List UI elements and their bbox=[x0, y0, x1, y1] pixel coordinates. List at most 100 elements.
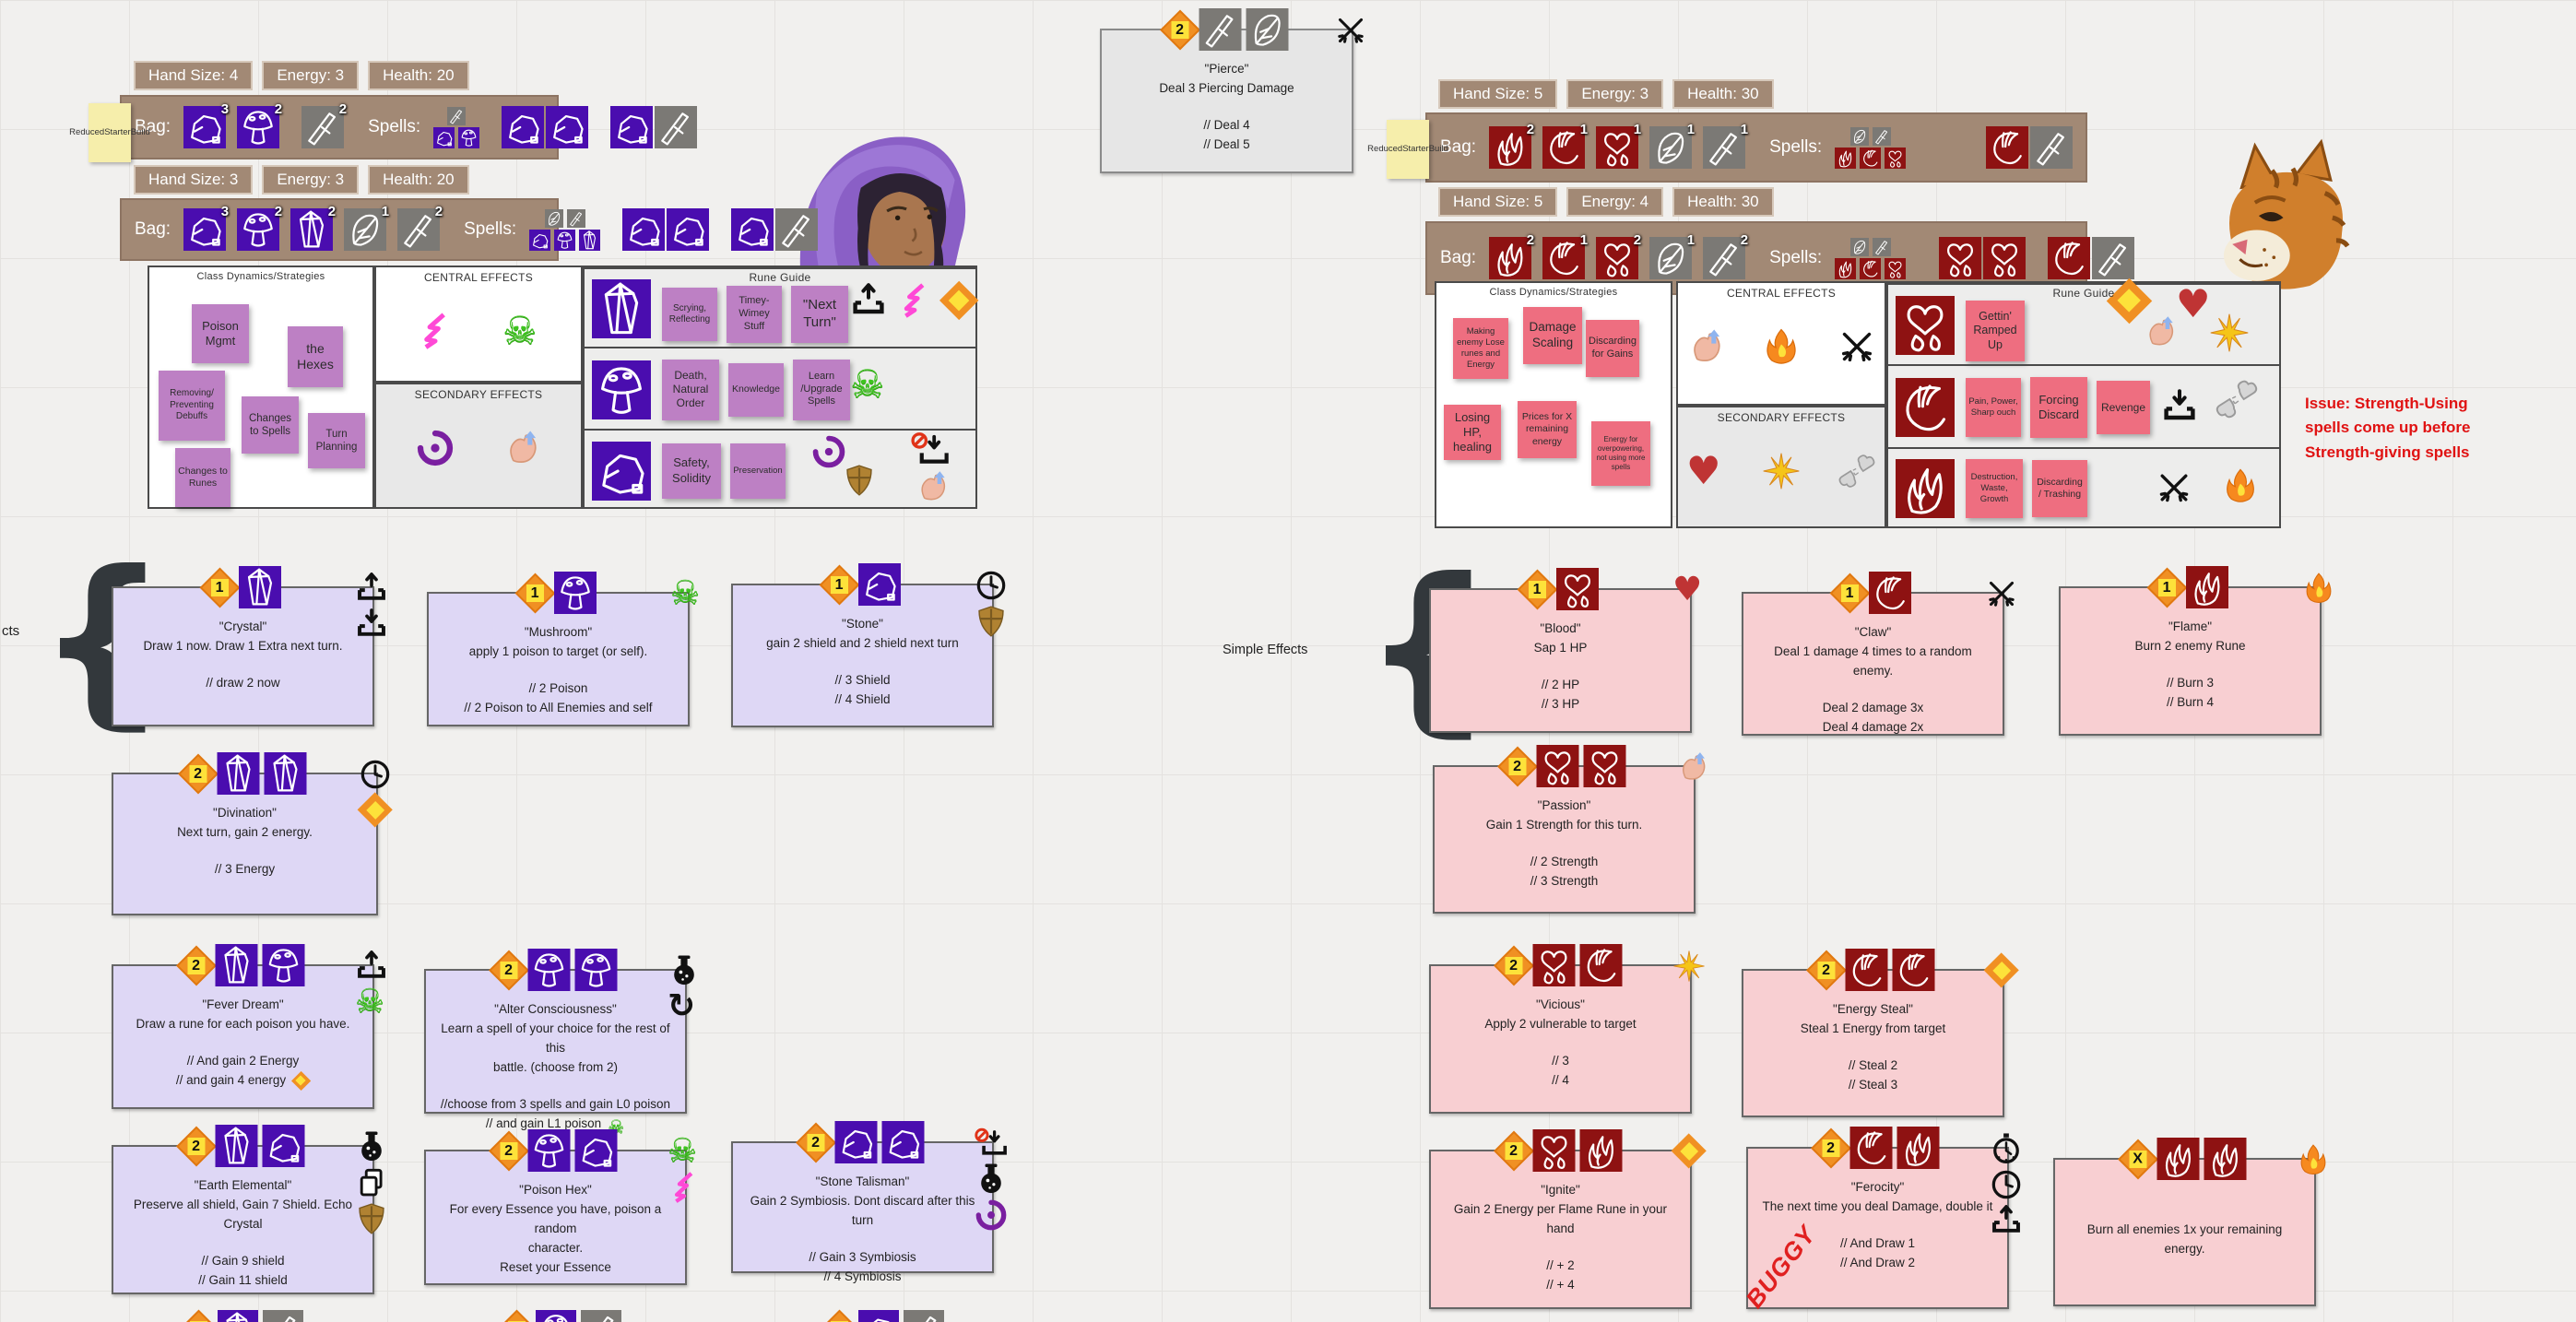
sticky-note[interactable]: Revenge bbox=[2097, 381, 2150, 434]
spell-pair[interactable] bbox=[731, 208, 819, 251]
rune-tile-mushroom[interactable] bbox=[458, 126, 480, 148]
starburst-icon[interactable] bbox=[2209, 313, 2250, 353]
rune-tile-stone[interactable]: 3 bbox=[183, 204, 229, 251]
draw-tray-up-icon[interactable] bbox=[1990, 1204, 2023, 1237]
stopwatch-icon[interactable] bbox=[1990, 1132, 2023, 1165]
discard-tray-down-icon[interactable] bbox=[355, 608, 388, 641]
strength-flex-icon[interactable] bbox=[1676, 750, 1709, 784]
stat-chip[interactable]: Hand Size: 5 bbox=[1438, 187, 1558, 217]
shield-icon[interactable] bbox=[975, 605, 1008, 638]
pink-zap-icon[interactable] bbox=[416, 312, 455, 350]
draw-tray-up-icon[interactable] bbox=[355, 572, 388, 605]
rune-tile-leaf[interactable]: 1 bbox=[1649, 232, 1695, 279]
clock-icon[interactable] bbox=[1990, 1168, 2023, 1201]
rune-tile-stone[interactable] bbox=[881, 1121, 924, 1163]
rune-tile-leaf[interactable]: 1 bbox=[344, 204, 389, 251]
potion-flask-icon[interactable] bbox=[668, 954, 701, 987]
rune-tile-flame[interactable] bbox=[1835, 257, 1857, 279]
stat-chip[interactable]: Hand Size: 4 bbox=[134, 61, 254, 90]
potion-flask-icon[interactable] bbox=[355, 1130, 388, 1163]
spell-card-flame[interactable]: 1"Flame"Burn 2 enemy Rune// Burn 3// Bur… bbox=[2059, 566, 2332, 736]
spell-card-ferocity[interactable]: 2"Ferocity"The next time you deal Damage… bbox=[1741, 1127, 2021, 1313]
rune-tile-stone[interactable] bbox=[574, 1129, 617, 1172]
strength-flex-icon[interactable] bbox=[1686, 327, 1725, 366]
stat-chip[interactable]: Health: 20 bbox=[368, 61, 469, 90]
potion-flask-icon[interactable] bbox=[975, 1163, 1008, 1196]
rune-tile-leaf[interactable] bbox=[1849, 126, 1869, 146]
rune-tile-claw[interactable] bbox=[1986, 126, 2028, 169]
spell-pair[interactable] bbox=[622, 208, 710, 251]
card-peek[interactable]: 2 bbox=[819, 1309, 944, 1322]
rune-tile-leaf[interactable] bbox=[544, 208, 563, 228]
rune-tile-claw[interactable] bbox=[1860, 257, 1882, 279]
heart-icon[interactable]: ♥ bbox=[1672, 571, 1703, 608]
heart-icon[interactable]: ♥ bbox=[2176, 281, 2211, 326]
sticky-note[interactable]: Safety, Solidity bbox=[662, 443, 721, 499]
rune-tile-stone[interactable] bbox=[667, 208, 710, 251]
central-effects-panel[interactable]: CENTRAL EFFECTS☠ bbox=[374, 266, 583, 383]
spell-card-passion[interactable]: 2"Passion"Gain 1 Strength for this turn.… bbox=[1433, 745, 1706, 914]
starburst-icon[interactable] bbox=[1672, 950, 1706, 983]
rune-tile-blood[interactable] bbox=[1536, 745, 1578, 787]
rune-tile-stone[interactable] bbox=[502, 106, 545, 148]
left-edge-label[interactable]: cts bbox=[2, 623, 20, 639]
rune-tile-stone[interactable] bbox=[433, 126, 455, 148]
stat-chip[interactable]: Hand Size: 3 bbox=[134, 165, 254, 195]
no-discard-icon[interactable] bbox=[975, 1127, 1008, 1160]
poison-skull-icon[interactable]: ☠ bbox=[502, 308, 538, 353]
draw-tray-up-icon[interactable] bbox=[850, 282, 887, 319]
rune-tile-stone[interactable] bbox=[592, 441, 651, 501]
rune-tile-stick[interactable] bbox=[1872, 237, 1891, 256]
rune-tile-blood[interactable] bbox=[1532, 944, 1575, 986]
rune-tile-mushroom[interactable] bbox=[553, 572, 597, 614]
stat-chip[interactable]: Energy: 3 bbox=[262, 165, 360, 195]
cat-avatar[interactable] bbox=[2205, 136, 2357, 325]
rune-tile-blood[interactable]: 1 bbox=[1596, 122, 1641, 169]
rune-tile-stick[interactable] bbox=[1872, 126, 1891, 146]
rune-tile-flame[interactable] bbox=[1897, 1127, 1939, 1169]
stat-chip[interactable]: Health: 30 bbox=[1672, 187, 1774, 217]
fire-icon[interactable] bbox=[1762, 327, 1801, 366]
swirl-icon[interactable] bbox=[811, 434, 846, 469]
sticky-note[interactable]: Prices for X remaining energy bbox=[1518, 401, 1577, 458]
rune-tile-claw[interactable] bbox=[1849, 1127, 1892, 1169]
rune-tile-stick[interactable] bbox=[581, 1310, 621, 1322]
spell-card-mushroom[interactable]: 1☠"Mushroom"apply 1 poison to target (or… bbox=[427, 572, 700, 726]
spell-card-alter-consciousness[interactable]: 2↻"Alter Consciousness"Learn a spell of … bbox=[424, 949, 695, 1136]
broken-bone-icon[interactable] bbox=[1837, 452, 1876, 490]
clock-icon[interactable] bbox=[359, 758, 392, 791]
rune-tile-stick[interactable] bbox=[655, 106, 698, 148]
rune-tile-mushroom[interactable] bbox=[592, 360, 651, 419]
sticky-note[interactable]: Losing HP, healing bbox=[1444, 405, 1501, 460]
rune-tile-claw[interactable]: 1 bbox=[1542, 232, 1588, 279]
spell-card-pierce[interactable]: 2"Pierce"Deal 3 Piercing Damage// Deal 4… bbox=[1100, 8, 1364, 173]
sticky-note[interactable]: Gettin' Ramped Up bbox=[1966, 301, 2025, 361]
central-effects-panel[interactable]: CENTRAL EFFECTS bbox=[1676, 281, 1886, 406]
rune-tile-claw[interactable] bbox=[2048, 237, 2091, 279]
rune-tile-crystal[interactable] bbox=[592, 279, 651, 338]
rune-tile-stone[interactable] bbox=[834, 1121, 877, 1163]
crossed-swords-icon[interactable] bbox=[1334, 14, 1367, 47]
rune-tile-stone[interactable] bbox=[610, 106, 654, 148]
sticky-note[interactable]: Timey-Wimey Stuff bbox=[727, 286, 782, 343]
sticky-note[interactable]: Discarding for Gains bbox=[1586, 320, 1639, 377]
strength-flex-icon[interactable] bbox=[915, 469, 950, 504]
strength-flex-icon[interactable] bbox=[502, 429, 541, 467]
rune-tile-stick[interactable]: 1 bbox=[1703, 122, 1748, 169]
spell-card-stone-talisman[interactable]: 2"Stone Talisman"Gain 2 Symbiosis. Dont … bbox=[731, 1121, 1007, 1283]
crossed-swords-icon[interactable] bbox=[1837, 327, 1876, 366]
rune-tile-claw[interactable] bbox=[1845, 949, 1887, 991]
fire-icon[interactable] bbox=[2297, 1143, 2330, 1176]
sticky-note[interactable]: Destruction, Waste, Growth bbox=[1966, 459, 2023, 518]
rune-tile-blood[interactable] bbox=[1983, 237, 2027, 279]
sticky-note[interactable]: Changes to Spells bbox=[242, 396, 299, 454]
rune-tile-blood[interactable] bbox=[1885, 257, 1907, 279]
rune-tile-mushroom[interactable] bbox=[527, 1129, 570, 1172]
swirl-icon[interactable] bbox=[975, 1198, 1008, 1232]
crossed-swords-icon[interactable] bbox=[1985, 577, 2018, 610]
rune-tile-mushroom[interactable] bbox=[262, 944, 304, 986]
energy-diamond-icon[interactable] bbox=[939, 280, 979, 321]
